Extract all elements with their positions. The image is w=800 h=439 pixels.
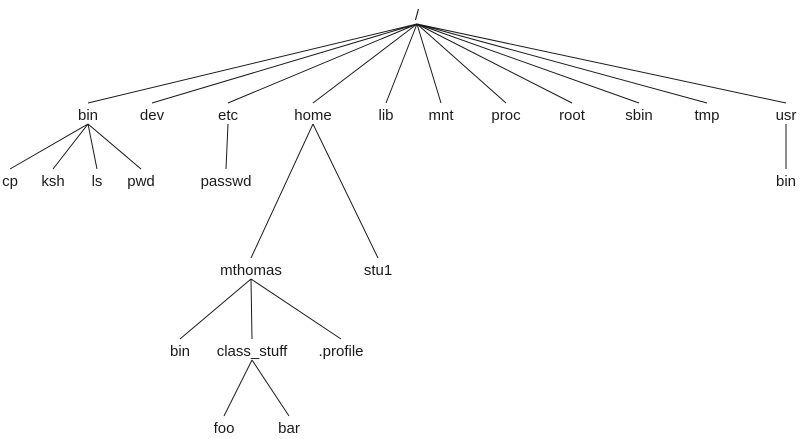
node-label-cp: cp bbox=[2, 173, 18, 190]
edge-root-mnt bbox=[416, 23, 442, 104]
edge-root-tmp bbox=[416, 23, 708, 104]
edge-root-usr bbox=[416, 23, 787, 104]
node-label-root: / bbox=[415, 7, 420, 24]
node-label-tmp: tmp bbox=[694, 107, 719, 124]
node-label-sbin: sbin bbox=[625, 107, 653, 124]
node-label-root-dir: root bbox=[559, 107, 586, 124]
node-label-bar: bar bbox=[278, 420, 300, 437]
edge-mthomas-profile bbox=[250, 278, 342, 340]
edge-bin-ksh bbox=[52, 123, 89, 170]
node-label-profile: .profile bbox=[318, 343, 363, 360]
edge-root-dev bbox=[151, 23, 418, 104]
edge-root-proc bbox=[416, 23, 507, 104]
node-label-lib: lib bbox=[378, 107, 393, 124]
edge-root-etc bbox=[227, 23, 418, 104]
node-label-bin: bin bbox=[78, 107, 98, 124]
node-label-passwd: passwd bbox=[201, 173, 252, 190]
node-label-usr: usr bbox=[776, 107, 797, 124]
edge-root-bin bbox=[87, 23, 418, 104]
edge-home-mthomas bbox=[250, 123, 314, 259]
node-label-usr-bin: bin bbox=[776, 173, 796, 190]
node-label-foo: foo bbox=[214, 420, 235, 437]
node-label-ksh: ksh bbox=[41, 173, 64, 190]
edge-bin-cp bbox=[9, 123, 89, 170]
edge-etc-passwd bbox=[225, 123, 229, 170]
node-label-proc: proc bbox=[491, 107, 521, 124]
node-label-home: home bbox=[294, 107, 332, 124]
edge-root-lib bbox=[385, 23, 418, 104]
edge-root-root-dir bbox=[416, 23, 573, 104]
edge-mthomas-class-stuff bbox=[250, 278, 253, 340]
node-label-pwd: pwd bbox=[127, 173, 155, 190]
node-label-dev: dev bbox=[140, 107, 165, 124]
node-label-mthomas-bin: bin bbox=[170, 343, 190, 360]
edge-root-sbin bbox=[416, 23, 640, 104]
node-label-class-stuff: class_stuff bbox=[217, 343, 288, 360]
edge-class-stuff-bar bbox=[251, 359, 290, 417]
node-label-mnt: mnt bbox=[428, 107, 454, 124]
edge-class-stuff-foo bbox=[223, 359, 253, 417]
edge-root-home bbox=[312, 23, 418, 104]
node-label-etc: etc bbox=[218, 107, 239, 124]
node-label-mthomas: mthomas bbox=[220, 262, 282, 279]
edge-bin-pwd bbox=[87, 123, 142, 170]
edge-mthomas-mthomas-bin bbox=[179, 278, 252, 340]
node-label-ls: ls bbox=[92, 173, 103, 190]
edge-home-stu1 bbox=[312, 123, 379, 259]
node-label-stu1: stu1 bbox=[364, 262, 392, 279]
edge-bin-ls bbox=[87, 123, 98, 170]
